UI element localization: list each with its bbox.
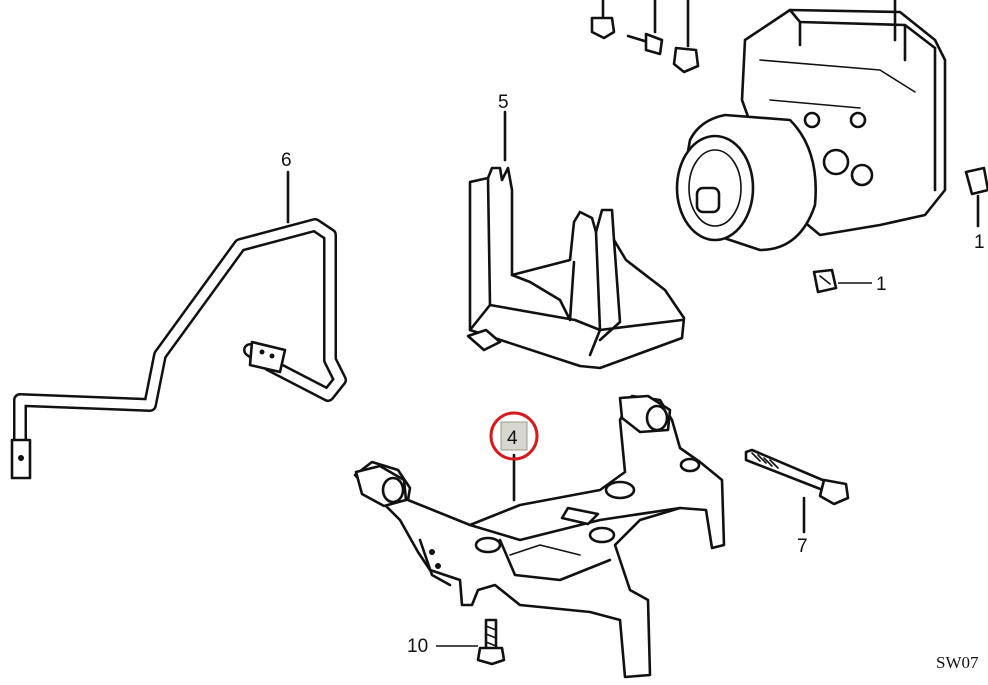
nut-lower — [812, 268, 872, 294]
diagram-code: SW07 — [936, 653, 979, 672]
callout-7: 7 — [797, 536, 808, 557]
callout-1-lower: 1 — [876, 274, 887, 295]
nut-right-upper — [964, 166, 988, 228]
callout-1-right: 1 — [974, 232, 985, 253]
stay-rod-part-6 — [10, 170, 347, 480]
callout-4-box — [500, 421, 528, 451]
bolt-part-7 — [744, 448, 850, 534]
bracket-part-5 — [466, 110, 686, 370]
bolt-part-10 — [436, 618, 506, 666]
callout-5: 5 — [498, 92, 509, 113]
abs-modulator-unit — [675, 0, 947, 252]
callout-6: 6 — [281, 150, 292, 171]
top-fasteners — [590, 0, 700, 74]
highlighted-callout-4[interactable]: 4 — [489, 411, 539, 461]
callout-4: 4 — [507, 428, 518, 449]
callout-10: 10 — [407, 636, 428, 657]
mounting-base-part-4 — [353, 394, 726, 679]
highlight-ring — [489, 411, 539, 461]
callouts: 5 6 1 1 7 10 4 SW07 — [281, 92, 985, 672]
